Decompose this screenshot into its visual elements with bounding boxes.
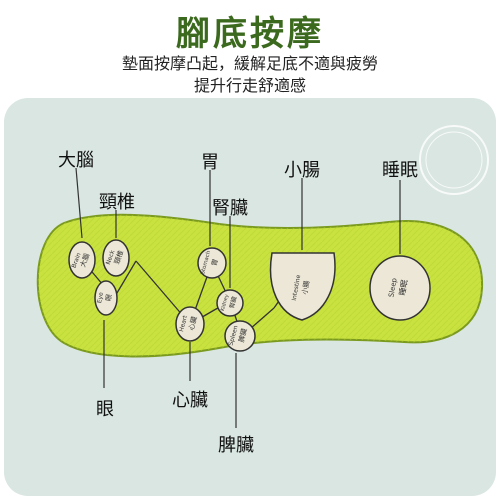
subtitle-line-2: 提升行走舒適感 xyxy=(193,76,306,95)
kidney-en-label: Kidney xyxy=(220,294,230,312)
illustration-panel: Brain 大腦 Neck 頸椎 Eye 眼 Stomach 胃 Kidney … xyxy=(4,98,496,496)
subtitle-line-1: 墊面按摩凸起，緩解足底不適與疲勞 xyxy=(121,54,378,73)
stomach-zh-label: 胃 xyxy=(210,258,220,267)
sleep-zh-label: 睡眠 xyxy=(398,279,410,296)
eye-label: 眼 xyxy=(96,399,114,420)
kidney-zh-label: 腎臟 xyxy=(228,296,239,310)
brain-label: 大腦 xyxy=(58,150,94,171)
heart-zh-label: 心臟 xyxy=(186,315,198,331)
intestine-zh-label: 小腸 xyxy=(300,280,311,295)
heart-label: 心臟 xyxy=(172,390,208,411)
intestine-zone: Intestine 小腸 xyxy=(269,252,336,321)
sleep-zone: Sleep 睡眠 xyxy=(369,255,431,321)
intestine-en-label: Intestine xyxy=(291,274,303,301)
neck-en-label: Neck xyxy=(105,249,117,266)
kidney-zone: Kidney 腎臟 xyxy=(216,289,244,317)
kidney-label: 腎臟 xyxy=(212,198,248,219)
insole-illustration: Brain 大腦 Neck 頸椎 Eye 眼 Stomach 胃 Kidney … xyxy=(4,98,496,496)
stomach-label: 胃 xyxy=(201,152,219,173)
sleep-en-label: Sleep xyxy=(387,277,398,298)
heart-zone: Heart 心臟 xyxy=(175,306,205,342)
page-title: 腳底按摩 xyxy=(176,14,324,54)
spleen-label: 脾臟 xyxy=(218,435,254,456)
brain-zone: Brain 大腦 xyxy=(68,241,96,279)
watermark-logo xyxy=(419,125,489,195)
sleep-label: 睡眠 xyxy=(382,160,418,181)
spleen-zone: Spleen 脾臟 xyxy=(224,320,256,352)
connection-line xyxy=(113,260,137,299)
eye-en-label: Eye xyxy=(96,291,105,303)
eye-zh-label: 眼 xyxy=(104,294,113,302)
eye-zone: Eye 眼 xyxy=(94,280,118,316)
stomach-zone: Stomach 胃 xyxy=(197,247,227,279)
label-pointers xyxy=(75,167,401,428)
pointer-line xyxy=(75,167,83,239)
spleen-zh-label: 脾臟 xyxy=(236,327,248,343)
insole-texture xyxy=(37,214,483,357)
neck-label: 頸椎 xyxy=(99,192,135,213)
intestine-label: 小腸 xyxy=(284,160,320,181)
neck-zone: Neck 頸椎 xyxy=(102,239,130,277)
heart-en-label: Heart xyxy=(178,314,189,333)
